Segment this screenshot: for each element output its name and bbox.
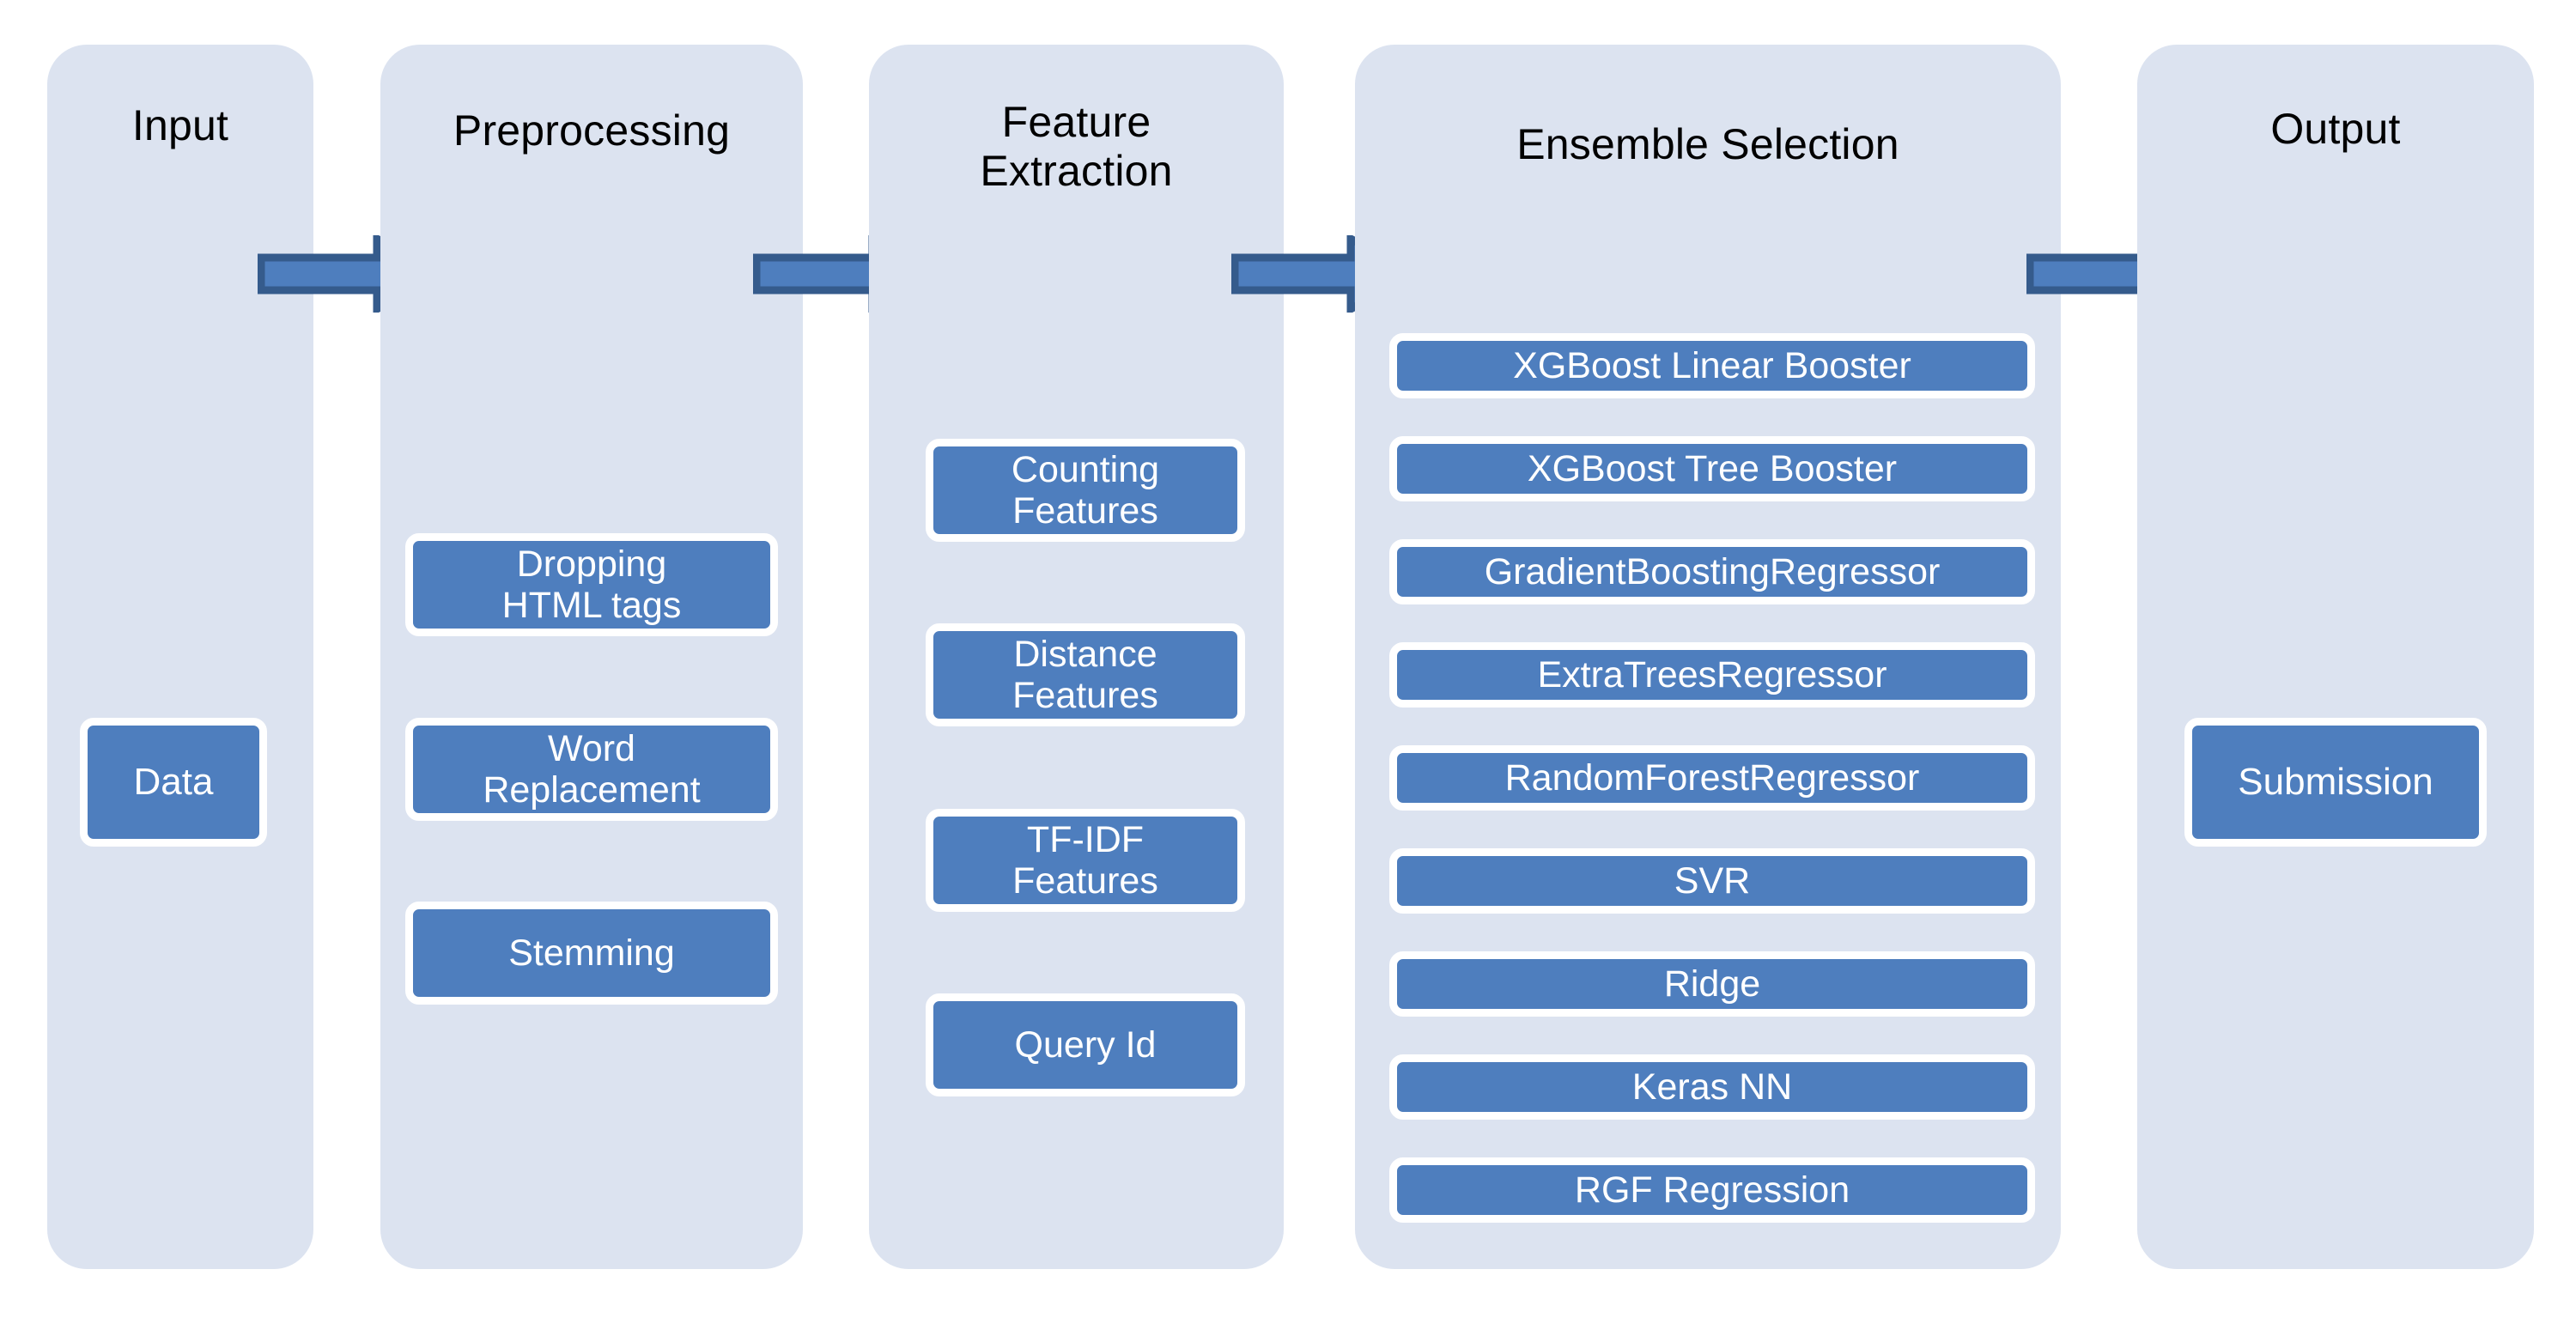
item-box-distance-features[interactable]: Distance Features xyxy=(926,623,1245,726)
item-box-counting-features[interactable]: Counting Features xyxy=(926,439,1245,542)
item-box-data[interactable]: Data xyxy=(80,718,267,847)
stage-panel-input: Input xyxy=(47,45,313,1269)
item-box-svr[interactable]: SVR xyxy=(1389,848,2035,914)
item-box-extratreesregressor[interactable]: ExtraTreesRegressor xyxy=(1389,642,2035,708)
item-box-keras-nn[interactable]: Keras NN xyxy=(1389,1054,2035,1120)
item-box-xgboost-tree-booster[interactable]: XGBoost Tree Booster xyxy=(1389,436,2035,501)
stage-panel-output: Output xyxy=(2137,45,2534,1269)
item-box-dropping-html-tags[interactable]: Dropping HTML tags xyxy=(405,533,778,636)
stage-title-feature-extraction: Feature Extraction xyxy=(980,98,1173,195)
item-box-randomforestregressor[interactable]: RandomForestRegressor xyxy=(1389,745,2035,811)
item-box-gradientboostingregressor[interactable]: GradientBoostingRegressor xyxy=(1389,539,2035,604)
stage-panel-preprocessing: Preprocessing xyxy=(380,45,803,1269)
item-box-word-replacement[interactable]: Word Replacement xyxy=(405,718,778,821)
item-box-submission[interactable]: Submission xyxy=(2184,718,2487,847)
item-box-xgboost-linear-booster[interactable]: XGBoost Linear Booster xyxy=(1389,333,2035,398)
item-box-rgf-regression[interactable]: RGF Regression xyxy=(1389,1157,2035,1223)
stage-title-output: Output xyxy=(2270,105,2401,153)
stage-title-input: Input xyxy=(131,101,229,149)
item-box-stemming[interactable]: Stemming xyxy=(405,902,778,1005)
item-box-query-id[interactable]: Query Id xyxy=(926,993,1245,1096)
stage-title-preprocessing: Preprocessing xyxy=(453,106,731,155)
item-box-tf-idf-features[interactable]: TF-IDF Features xyxy=(926,809,1245,912)
item-box-ridge[interactable]: Ridge xyxy=(1389,951,2035,1017)
stage-title-ensemble-selection: Ensemble Selection xyxy=(1516,120,1899,168)
